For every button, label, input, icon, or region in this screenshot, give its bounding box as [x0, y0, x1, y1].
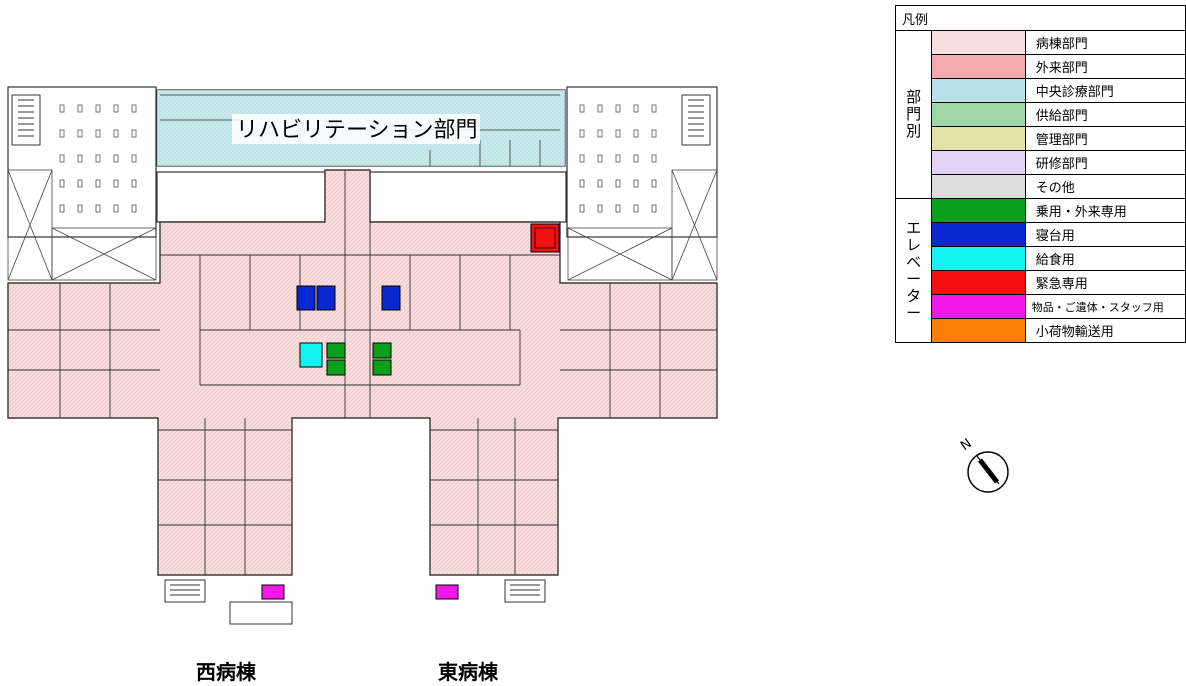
column-grid-west	[59, 104, 137, 213]
legend-label: 乗用・外来専用	[1024, 198, 1186, 223]
elevator-blue-east	[381, 285, 401, 311]
west-wing-label: 西病棟	[196, 660, 256, 684]
elevator-red	[530, 223, 560, 253]
swatch-other	[931, 174, 1026, 199]
north-blocks	[7, 86, 718, 238]
swatch-elevator-magenta	[931, 294, 1026, 319]
swatch-admin	[931, 126, 1026, 151]
elevator-magenta	[261, 584, 459, 600]
legend: 凡例 部 門 別 病棟部門 外来部門 中央診療部門 供給部門 管理部門 研修部門…	[894, 5, 1186, 343]
room-partitions	[8, 170, 717, 575]
legend-label: 小荷物輸送用	[1024, 318, 1186, 343]
ward-zones	[7, 169, 718, 576]
legend-label: 供給部門	[1024, 102, 1186, 127]
swatch-ward	[931, 30, 1026, 55]
legend-category-elevators: エ レ ベ ー タ ー	[894, 198, 933, 343]
light-wells	[7, 169, 718, 281]
legend-label: 給食用	[1024, 246, 1186, 271]
elevator-green	[326, 342, 392, 376]
swatch-elevator-red	[931, 270, 1026, 295]
legend-label: 中央診療部門	[1024, 78, 1186, 103]
stairs	[11, 94, 711, 146]
legend-category-departments: 部 門 別	[894, 30, 933, 199]
swatch-elevator-blue	[931, 222, 1026, 247]
swatch-central	[931, 78, 1026, 103]
swatch-elevator-green	[931, 198, 1026, 223]
legend-title: 凡例	[895, 5, 1186, 31]
swatch-training	[931, 150, 1026, 175]
legend-label: 緊急専用	[1024, 270, 1186, 295]
floor-plan: リハビリテーション部門	[7, 86, 718, 625]
bottom-stairs	[164, 579, 546, 625]
legend-label: その他	[1024, 174, 1186, 199]
elevator-blue-west	[296, 285, 336, 311]
north-arrow-icon: N	[958, 436, 1009, 493]
elevator-cyan	[299, 342, 323, 368]
legend-label: 物品・ご遺体・スタッフ用	[1024, 294, 1186, 319]
legend-label: 寝台用	[1024, 222, 1186, 247]
swatch-outpatient	[931, 54, 1026, 79]
swatch-elevator-orange	[931, 318, 1026, 343]
swatch-supply	[931, 102, 1026, 127]
legend-label: 管理部門	[1024, 126, 1186, 151]
column-grid-east	[579, 104, 657, 213]
east-wing-label: 東病棟	[438, 660, 498, 684]
legend-label: 外来部門	[1024, 54, 1186, 79]
legend-label: 研修部門	[1024, 150, 1186, 175]
rehab-label: リハビリテーション部門	[236, 118, 478, 143]
legend-label: 病棟部門	[1024, 30, 1186, 55]
north-label: N	[958, 436, 975, 454]
swatch-elevator-cyan	[931, 246, 1026, 271]
